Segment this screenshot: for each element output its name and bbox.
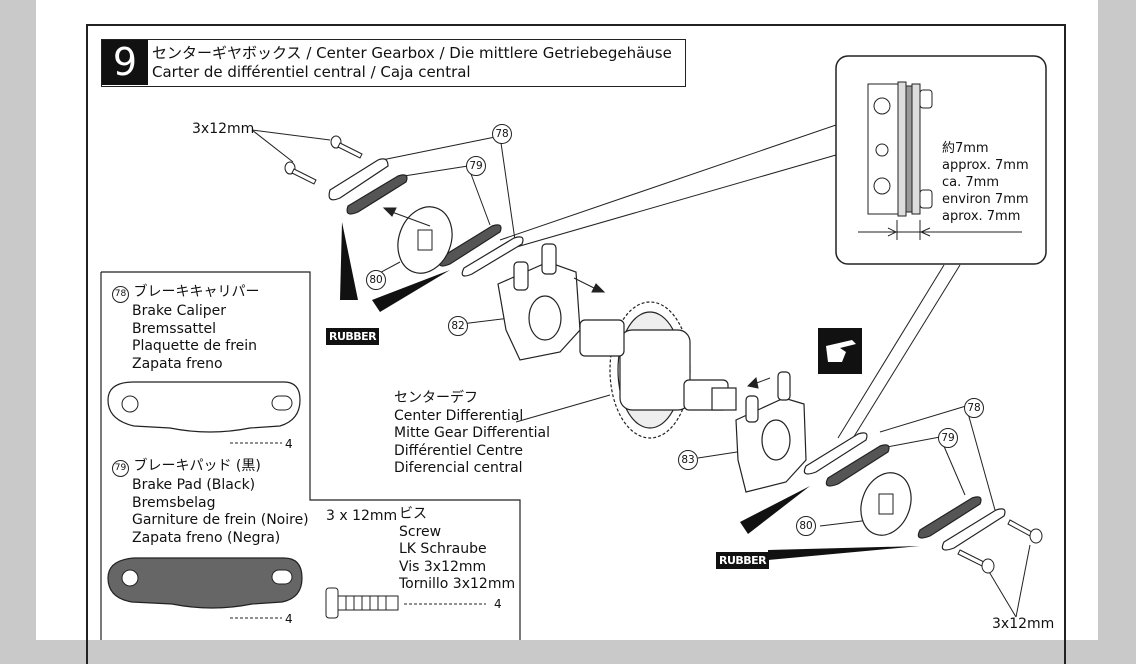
legend-screw-names: ビス Screw LK Schraube Vis 3x12mm Tornillo… — [399, 506, 516, 592]
part-80-callout-bottom: 80 — [796, 516, 816, 536]
legend-pad-jp: ブレーキパッド (黒) — [133, 458, 261, 474]
legend-screw-size: 3 x 12mm — [326, 508, 398, 524]
part-79-callout-bottom: 79 — [938, 428, 958, 448]
legend-brake-caliper: 78 ブレーキキャリパー Brake Caliper Bremssattel P… — [112, 284, 259, 373]
legend-caliper-qty: 4 — [285, 437, 293, 451]
step-number: 9 — [102, 40, 148, 85]
step-title: センターギヤボックス / Center Gearbox / Die mittle… — [152, 44, 672, 82]
rubber-label-bottom: RUBBER — [716, 552, 770, 569]
step-title-line2: Carter de différentiel central / Caja ce… — [152, 63, 471, 81]
step-title-line1: センターギヤボックス / Center Gearbox / Die mittle… — [152, 44, 672, 62]
part-79-callout-top: 79 — [466, 156, 486, 176]
part-80-callout-top: 80 — [366, 270, 386, 290]
detail-spacing-note: 約7mm approx. 7mm ca. 7mm environ 7mm apr… — [942, 141, 1029, 224]
legend-caliper-jp: ブレーキキャリパー — [133, 284, 260, 300]
legend-screw-qty: 4 — [494, 597, 502, 611]
legend-pad-qty: 4 — [285, 612, 293, 626]
legend-caliper-num: 78 — [112, 286, 129, 303]
screw-size-label-top: 3x12mm — [192, 121, 255, 137]
part-83-callout: 83 — [678, 450, 698, 470]
part-82-callout: 82 — [448, 316, 468, 336]
step-frame — [86, 24, 1066, 664]
part-78-callout-top: 78 — [492, 124, 512, 144]
rubber-label-top: RUBBER — [326, 328, 380, 345]
step-header: 9 センターギヤボックス / Center Gearbox / Die mitt… — [101, 39, 686, 87]
screw-size-label-bottom: 3x12mm — [992, 616, 1055, 632]
legend-pad-num: 79 — [112, 460, 129, 477]
legend-brake-pad: 79 ブレーキパッド (黒) Brake Pad (Black) Bremsbe… — [112, 458, 309, 547]
part-78-callout-bottom: 78 — [964, 398, 984, 418]
center-diff-label: センターデフ Center Differential Mitte Gear Di… — [394, 390, 550, 476]
exploded-diagram — [100, 55, 1047, 640]
